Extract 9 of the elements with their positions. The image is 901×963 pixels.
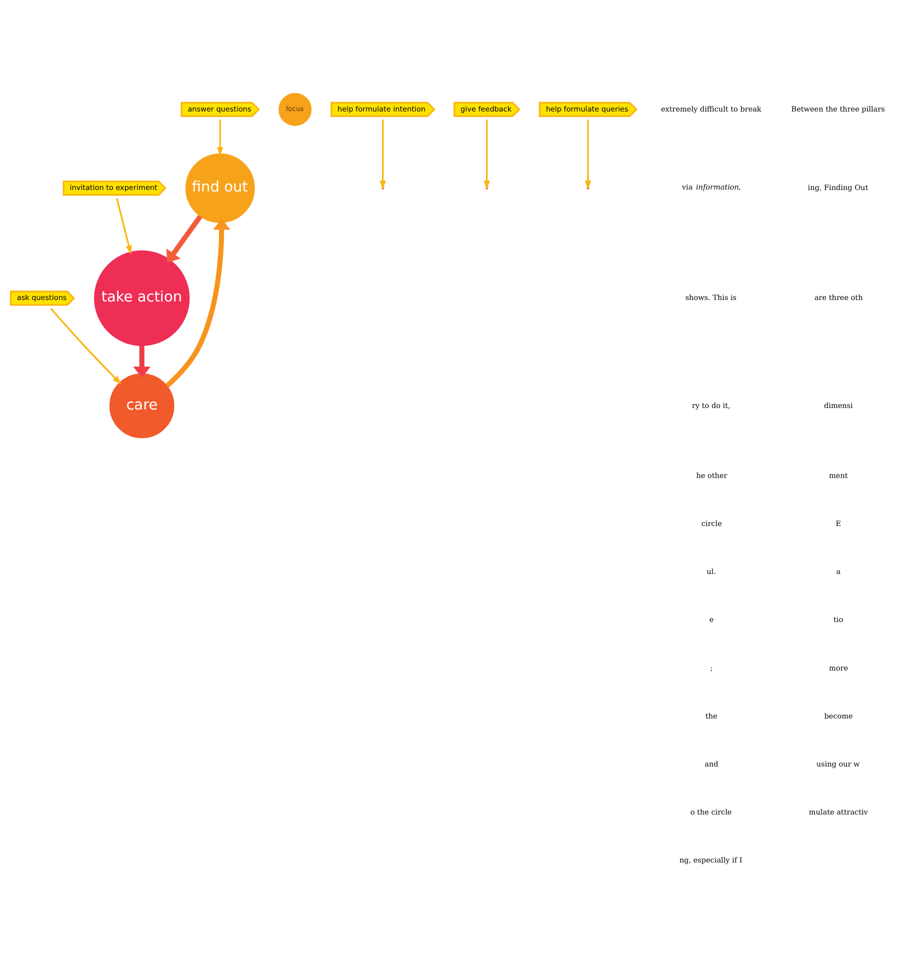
arrow <box>133 345 151 378</box>
arrow <box>50 307 122 384</box>
node-circle: take action <box>94 250 190 346</box>
arrow <box>116 198 132 254</box>
arrow <box>217 119 224 156</box>
arrow <box>165 218 230 388</box>
arrow <box>166 214 202 262</box>
node-circle: find out <box>185 152 255 222</box>
node-circle: care <box>109 372 174 438</box>
